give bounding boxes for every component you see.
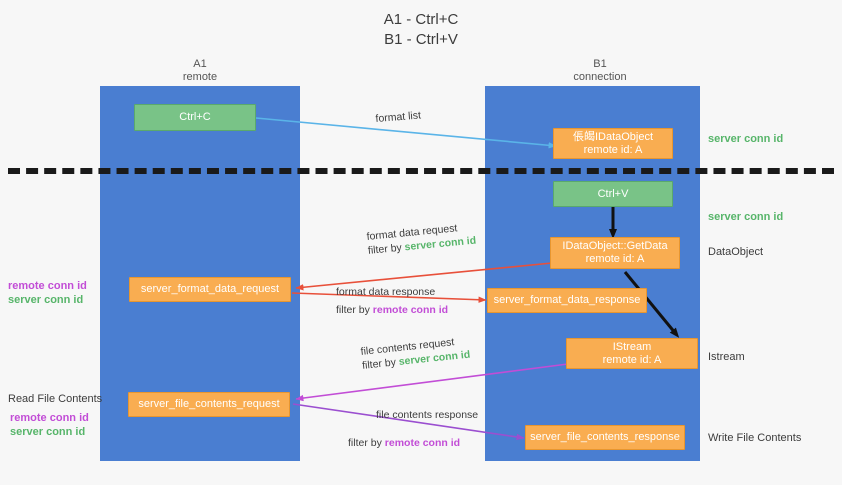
right-label-write-file-contents: Write File Contents xyxy=(708,432,802,444)
edge-label-format-data-request: format data request filter by server con… xyxy=(366,220,477,258)
node-server-format-data-response[interactable]: server_format_data_response xyxy=(487,288,647,313)
left-label-read-file-contents: Read File Contents xyxy=(8,393,103,405)
phase-divider xyxy=(8,168,834,174)
filter-prefix: filter by xyxy=(367,241,406,257)
lane-header-b1: B1 connection xyxy=(573,58,627,83)
remote-conn-id-token: remote conn id xyxy=(372,304,449,316)
left-label-conn-pair-top: remote conn id server conn id xyxy=(8,279,87,307)
lane-header-a1: A1 remote xyxy=(182,58,218,83)
right-label-server-conn-id-second: server conn id xyxy=(708,211,784,223)
left-label-remote-conn-id-top: remote conn id xyxy=(8,280,87,292)
right-label-dataobject: DataObject xyxy=(708,246,764,258)
page-title: A1 - Ctrl+C B1 - Ctrl+V xyxy=(383,11,459,48)
node-ole-idataobject[interactable]: 倀㿣IDataObject remote id: A xyxy=(553,128,673,159)
node-ctrl-c[interactable]: Ctrl+C xyxy=(134,104,256,131)
filter-prefix: filter by xyxy=(336,304,373,316)
edge-label-file-contents-response: file contents response filter by remote … xyxy=(348,408,478,450)
left-label-server-conn-id-top: server conn id xyxy=(8,294,84,306)
left-label-server-conn-id-bottom: server conn id xyxy=(10,426,86,438)
edge-label-file-contents-response-filter: filter by remote conn id xyxy=(348,436,478,450)
right-label-istream: Istream xyxy=(708,351,745,363)
edge-label-file-contents-response-line1: file contents response xyxy=(376,409,479,421)
remote-conn-id-token: remote conn id xyxy=(384,437,461,449)
node-server-file-contents-request[interactable]: server_file_contents_request xyxy=(128,392,290,417)
node-ctrl-v[interactable]: Ctrl+V xyxy=(553,181,673,207)
edge-label-format-data-response: format data response filter by remote co… xyxy=(336,285,448,317)
left-label-conn-pair-bottom: remote conn id server conn id xyxy=(10,411,89,439)
left-label-remote-conn-id-bottom: remote conn id xyxy=(10,412,89,424)
right-label-server-conn-id-top: server conn id xyxy=(708,133,784,145)
filter-prefix: filter by xyxy=(348,437,385,449)
edge-label-format-data-response-line1: format data response xyxy=(336,286,436,298)
edge-label-format-list: format list xyxy=(375,109,422,125)
node-server-file-contents-response[interactable]: server_file_contents_response xyxy=(525,425,685,450)
node-istream[interactable]: IStream remote id: A xyxy=(566,338,698,369)
node-idataobject-getdata[interactable]: IDataObject::GetData remote id: A xyxy=(550,237,680,269)
edge-label-format-data-response-filter: filter by remote conn id xyxy=(336,303,448,317)
edge-label-file-contents-request: file contents request filter by server c… xyxy=(360,334,471,373)
node-server-format-data-request[interactable]: server_format_data_request xyxy=(129,277,291,302)
filter-prefix: filter by xyxy=(361,356,400,372)
